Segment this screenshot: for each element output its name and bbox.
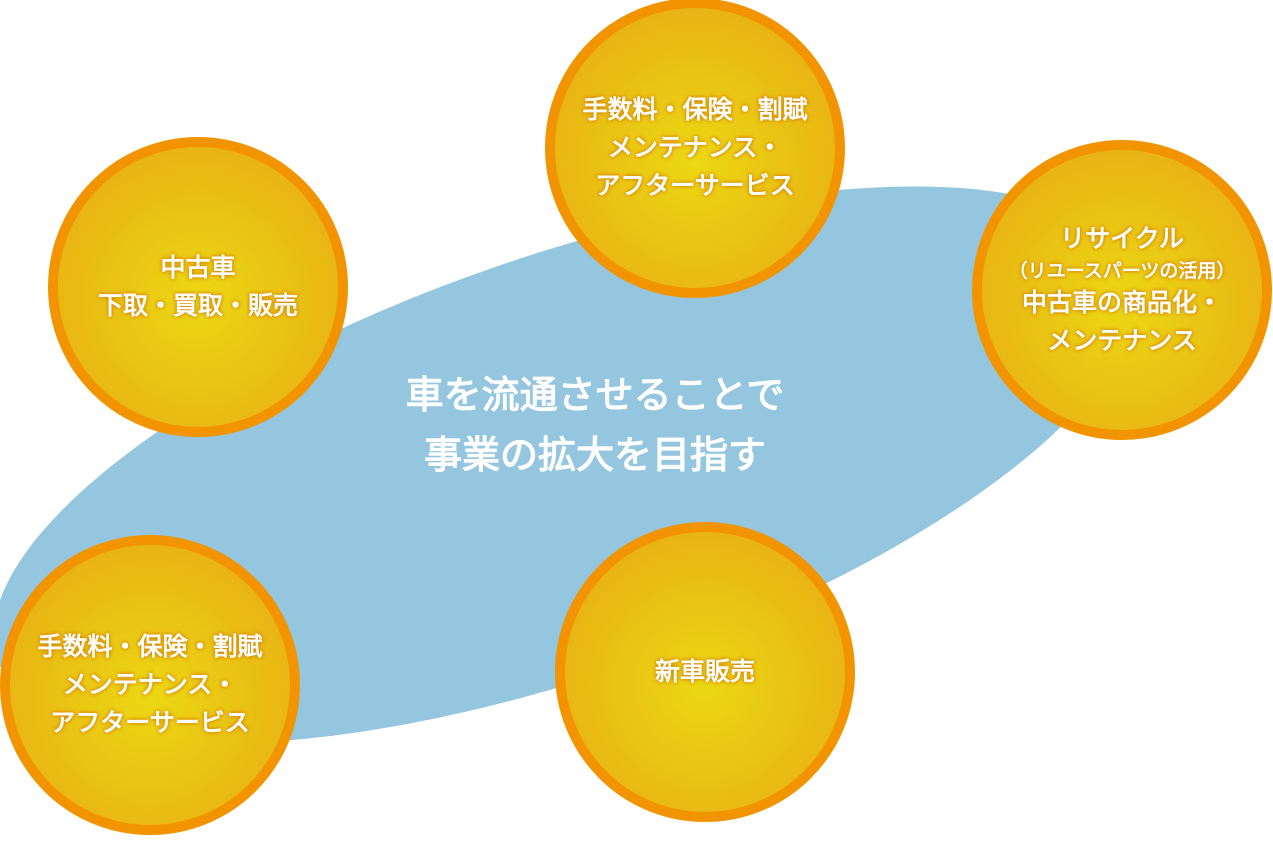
circle-used-car: 中古車 下取・買取・販売	[48, 137, 348, 437]
circle-label: 手数料・保険・割賦	[582, 95, 808, 124]
circle-label: リサイクル	[1060, 224, 1184, 253]
circle-label: 中古車	[160, 253, 236, 282]
center-message: 車を流通させることで 事業の拡大を目指す	[330, 365, 860, 485]
circle-label: 下取・買取・販売	[97, 291, 298, 320]
circle-label: メンテナンス	[1047, 326, 1197, 355]
circle-new-car-sales: 新車販売	[555, 522, 855, 822]
circle-label: アフターサービス	[595, 171, 795, 200]
circle-fees-top: 手数料・保険・割賦 メンテナンス・ アフターサービス	[545, 0, 845, 298]
circle-recycle: リサイクル （リユースパーツの活用） 中古車の商品化・ メンテナンス	[972, 140, 1272, 440]
circle-label: メンテナンス・	[62, 670, 238, 699]
circle-label: （リユースパーツの活用）	[1008, 260, 1236, 282]
circle-label: アフターサービス	[50, 708, 250, 737]
circle-label: 手数料・保険・割賦	[37, 632, 263, 661]
circle-label: 新車販売	[654, 657, 755, 686]
center-line-2: 事業の拡大を目指す	[423, 433, 766, 477]
circle-label: 中古車の商品化・	[1021, 288, 1222, 317]
circle-label: メンテナンス・	[607, 133, 783, 162]
circle-fees-bottom-left: 手数料・保険・割賦 メンテナンス・ アフターサービス	[0, 535, 300, 835]
center-line-1: 車を流通させることで	[405, 373, 785, 417]
